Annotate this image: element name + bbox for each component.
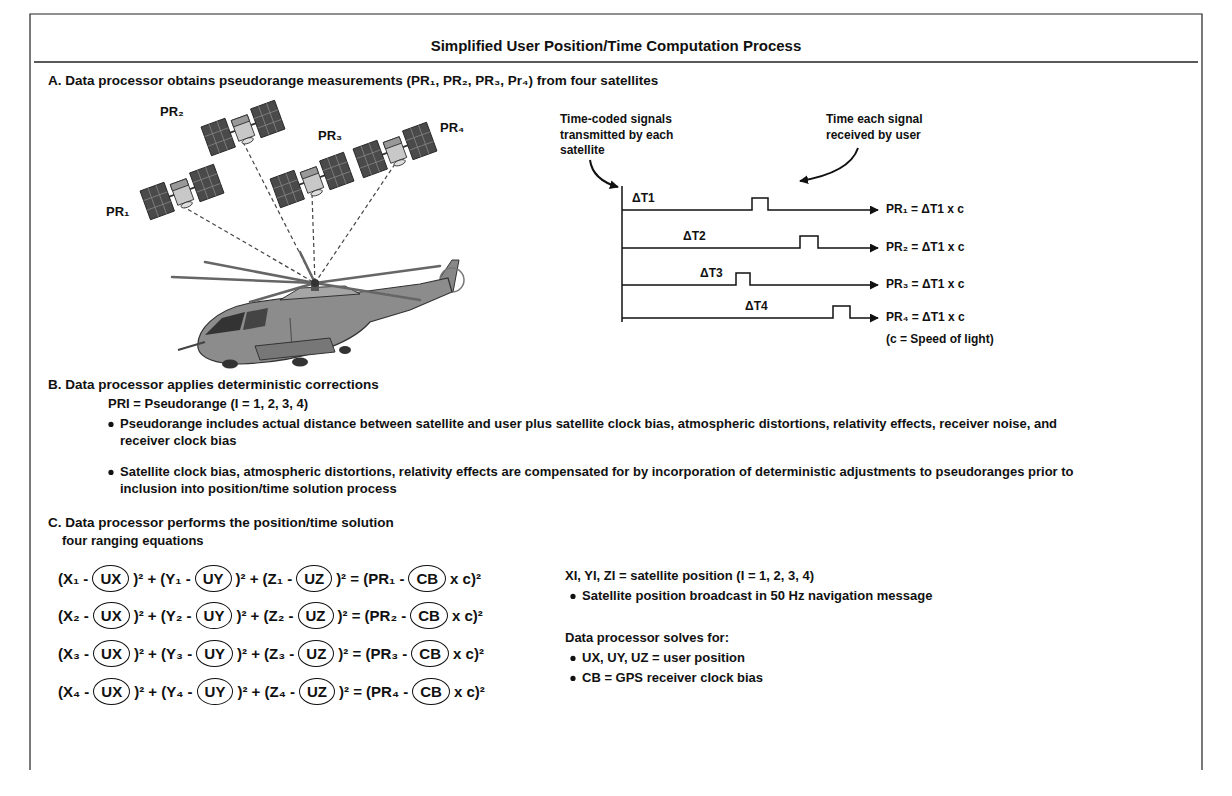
delta-t-label: ΔT4 (745, 299, 768, 315)
equation-term: x c)² (453, 645, 484, 662)
circled-unknown: CB (408, 565, 446, 592)
equation-row: (X₁ - UX )² + (Y₁ - UY )² + (Z₁ - UZ )² = (PR₁… (58, 565, 481, 592)
unknown-symbol: UY (203, 570, 224, 587)
equation-term: )² + (Z₂ - (236, 607, 293, 624)
bullet-text: Satellite clock bias, atmospheric distor… (120, 464, 1080, 498)
equation-term: (X₁ - (58, 570, 88, 587)
satellite-label: PR₁ (106, 204, 129, 221)
equation-row: (X₂ - UX )² + (Y₂ - UY )² + (Z₂ - UZ )² = (PR₂… (58, 602, 483, 629)
helicopter-illustration (172, 252, 464, 369)
bullet-dot (570, 594, 575, 599)
unknown-symbol: CB (419, 645, 441, 662)
circled-unknown: CB (410, 602, 448, 629)
circled-unknown: UZ (298, 640, 334, 667)
equation-term: )² = (PR₁ - (336, 570, 404, 587)
bullet-dot (570, 656, 575, 661)
circled-unknown: UX (93, 602, 130, 629)
section-heading: B. Data processor applies deterministic … (48, 376, 379, 394)
timing-note: Time each signal received by user (826, 112, 966, 143)
section-heading: A. Data processor obtains pseudorange me… (48, 72, 658, 90)
equation-row: (X₃ - UX )² + (Y₃ - UY )² + (Z₃ - UZ )² = (PR₃… (58, 640, 484, 667)
definition: XI, YI, ZI = satellite position (I = 1, … (565, 568, 814, 585)
figure-title: Simplified User Position/Time Computatio… (30, 36, 1202, 56)
circled-unknown: UX (93, 640, 130, 667)
circled-unknown: CB (411, 640, 449, 667)
pseudorange-formula: PR₃ = ΔT1 x c (886, 277, 965, 293)
equation-term: )² = (PR₃ - (338, 645, 407, 662)
equation-term: (X₄ - (58, 683, 89, 700)
unknown-symbol: UZ (306, 645, 326, 662)
delta-t-label: ΔT1 (632, 191, 655, 207)
delta-t-label: ΔT2 (683, 229, 706, 245)
pseudorange-formula: PR₂ = ΔT1 x c (886, 240, 964, 256)
equation-term: )² + (Y₄ - (134, 683, 192, 700)
circled-unknown: UX (92, 565, 129, 592)
definition: PRI = Pseudorange (I = 1, 2, 3, 4) (108, 396, 308, 413)
equation-term: )² = (PR₄ - (339, 683, 408, 700)
pseudorange-formula: PR₄ = ΔT1 x c (886, 310, 965, 326)
circled-unknown: UY (197, 678, 234, 705)
satellite-label: PR₃ (318, 128, 342, 145)
equation-row: (X₄ - UX )² + (Y₄ - UY )² + (Z₄ - UZ )² = (PR₄… (58, 678, 485, 705)
circled-unknown: UY (195, 565, 232, 592)
unknown-symbol: UX (101, 645, 122, 662)
circled-unknown: UY (196, 640, 233, 667)
bullet-dot (108, 422, 113, 427)
equation-term: )² + (Z₁ - (236, 570, 293, 587)
timing-diagram (590, 148, 878, 322)
equation-term: (X₂ - (58, 607, 89, 624)
unknown-symbol: UX (100, 570, 121, 587)
satellite-label: PR₂ (160, 104, 184, 121)
pseudorange-formula: PR₁ = ΔT1 x c (886, 202, 964, 218)
unknown-symbol: CB (420, 683, 442, 700)
timing-note: Time-coded signals transmitted by each s… (560, 112, 710, 159)
equation-term: )² + (Y₁ - (133, 570, 190, 587)
bullet-text: CB = GPS receiver clock bias (582, 670, 763, 687)
bullet-dot (108, 470, 113, 475)
circled-unknown: UX (93, 678, 130, 705)
delta-t-label: ΔT3 (700, 266, 723, 282)
note: (c = Speed of light) (886, 332, 994, 348)
bullet-text: UX, UY, UZ = user position (582, 650, 745, 667)
unknown-symbol: UZ (307, 683, 327, 700)
equation-term: )² + (Y₂ - (134, 607, 192, 624)
equation-term: )² + (Y₃ - (134, 645, 192, 662)
satellite-label: PR₄ (440, 120, 464, 137)
section-heading: C. Data processor performs the position/… (48, 514, 394, 532)
circled-unknown: UZ (298, 602, 334, 629)
circled-unknown: CB (412, 678, 450, 705)
unknown-symbol: UY (204, 607, 225, 624)
circled-unknown: UZ (296, 565, 332, 592)
title-rule (34, 61, 1198, 62)
circled-unknown: UY (196, 602, 233, 629)
figure-frame (30, 14, 1202, 770)
unknown-symbol: UZ (306, 607, 326, 624)
equation-term: )² + (Z₄ - (237, 683, 295, 700)
circled-unknown: UZ (299, 678, 335, 705)
unknown-symbol: UX (101, 683, 122, 700)
unknown-symbol: UZ (304, 570, 324, 587)
equation-term: )² = (PR₂ - (338, 607, 407, 624)
satellite-icons (140, 100, 437, 220)
equation-term: x c)² (452, 607, 483, 624)
equation-term: x c)² (450, 570, 481, 587)
unknown-symbol: UX (101, 607, 122, 624)
bullet-text: Pseudorange includes actual distance bet… (120, 416, 1080, 450)
equation-term: )² + (Z₃ - (237, 645, 294, 662)
bullet-dot (570, 676, 575, 681)
unknown-symbol: CB (416, 570, 438, 587)
subheading: four ranging equations (62, 533, 204, 550)
unknown-symbol: CB (418, 607, 440, 624)
equation-term: (X₃ - (58, 645, 89, 662)
bullet-text: Satellite position broadcast in 50 Hz na… (582, 588, 962, 605)
unknown-symbol: UY (205, 683, 226, 700)
definition: Data processor solves for: (565, 630, 729, 647)
equation-term: x c)² (454, 683, 485, 700)
unknown-symbol: UY (204, 645, 225, 662)
